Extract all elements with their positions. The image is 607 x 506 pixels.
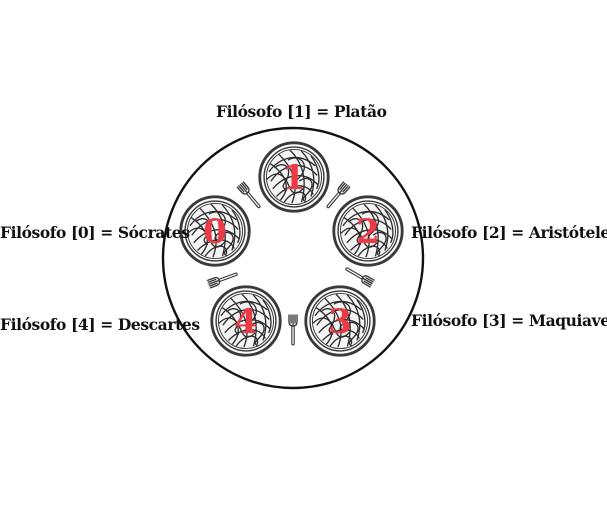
plate-philosopher-1: 1: [258, 141, 330, 213]
plate-number-3: 3: [328, 302, 352, 342]
plate-philosopher-3: 3: [304, 285, 376, 357]
philosopher-label-3: Filósofo [3] = Maquiavel: [411, 311, 607, 330]
philosopher-label-1: Filósofo [1] = Platão: [216, 102, 387, 121]
fork-icon: [288, 314, 298, 346]
plate-philosopher-0: 0: [179, 195, 251, 267]
plate-philosopher-2: 2: [332, 195, 404, 267]
plate-number-1: 1: [282, 158, 306, 198]
plate-number-2: 2: [356, 212, 380, 252]
philosopher-label-4: Filósofo [4] = Descartes: [0, 315, 200, 334]
philosopher-label-2: Filósofo [2] = Aristóteles: [411, 223, 607, 242]
table-circle: [161, 126, 425, 390]
philosopher-label-0: Filósofo [0] = Sócrates: [0, 223, 190, 242]
plate-number-4: 4: [234, 302, 258, 342]
fork-icon: [206, 269, 240, 289]
fork-icon: [236, 181, 264, 211]
plate-philosopher-4: 4: [210, 285, 282, 357]
plate-number-0: 0: [203, 212, 227, 252]
fork-icon: [343, 264, 375, 288]
